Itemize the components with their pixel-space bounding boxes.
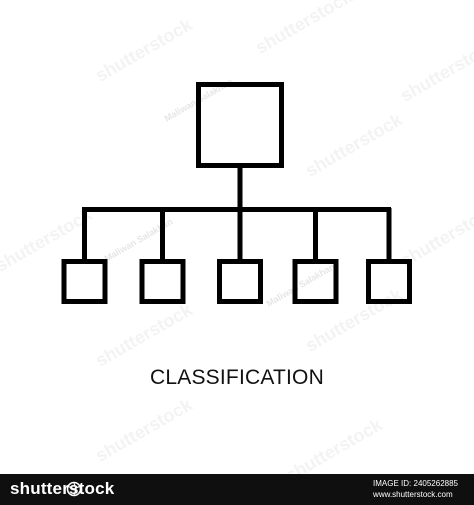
brand-wordmark: shutterstock [10,479,115,498]
hierarchy-diagram-icon [61,82,412,304]
child-node-square [292,259,339,304]
footer-bar: shutterstock IMAGE ID: 2405262885 www.sh… [0,474,474,505]
child-node-square [61,259,108,304]
root-node-square [196,82,284,168]
child-node-square [217,259,263,304]
caption-label: CLASSIFICATION [150,366,324,389]
image-id-line: IMAGE ID: 2405262885 [373,479,458,488]
child-node-square [366,259,412,304]
site-url-line: www.shutterstock.com [373,490,453,499]
child-node-square [139,259,186,304]
image-id-block: IMAGE ID: 2405262885 www.shutterstock.co… [373,478,458,500]
camera-aperture-logo [66,481,82,497]
